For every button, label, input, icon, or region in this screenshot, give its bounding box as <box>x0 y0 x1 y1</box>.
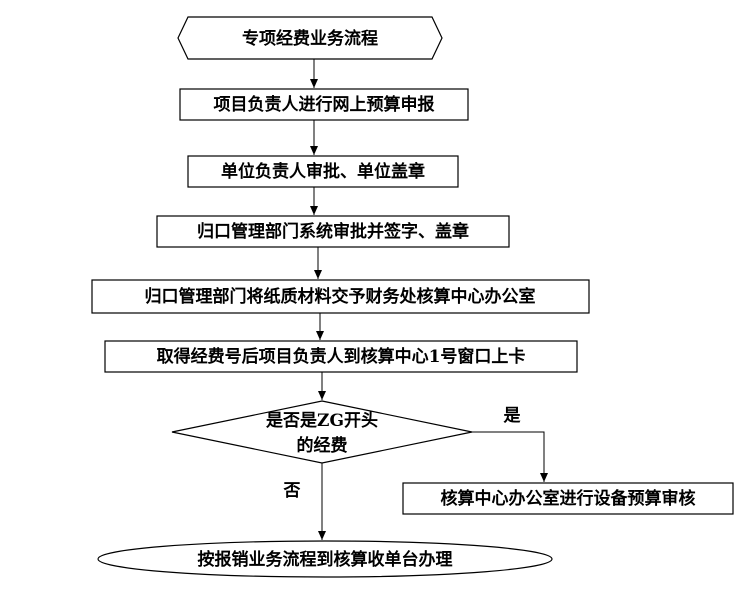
step1-box <box>179 88 469 121</box>
step3-box <box>156 215 510 248</box>
step3-label: 归口管理部门系统审批并签字、盖章 <box>197 221 469 242</box>
step4-box <box>91 279 590 314</box>
end-label: 按报销业务流程到核算收单台办理 <box>198 549 453 570</box>
end-ellipse <box>97 540 553 578</box>
step5-box <box>104 340 578 373</box>
step5-label: 取得经费号后项目负责人到核算中心1号窗口上卡 <box>157 346 526 367</box>
edge-decision-yes <box>472 431 548 482</box>
step4-label: 归口管理部门将纸质材料交予财务处核算中心办公室 <box>145 286 536 307</box>
step2-label: 单位负责人审批、单位盖章 <box>221 161 425 182</box>
edge-label-yes: 是 <box>504 406 521 426</box>
yes-branch-label: 核算中心办公室进行设备预算审核 <box>441 488 696 509</box>
decision-label-line1: 是否是ZG开头 <box>266 411 378 431</box>
step2-box <box>187 155 459 188</box>
edge-label-no: 否 <box>283 481 301 501</box>
yes-branch-box <box>402 482 734 515</box>
step1-label: 项目负责人进行网上预算申报 <box>214 94 435 115</box>
start-label: 专项经费业务流程 <box>242 28 378 49</box>
decision-label-line2: 的经费 <box>297 435 348 456</box>
start-shape <box>177 16 443 60</box>
